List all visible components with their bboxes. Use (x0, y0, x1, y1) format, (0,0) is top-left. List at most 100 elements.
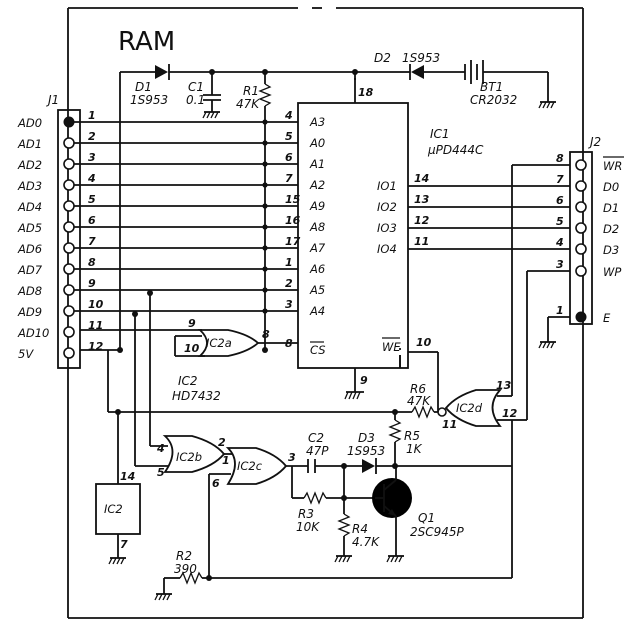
r3-ref: R3 (298, 507, 314, 521)
j1-signal-label: 5V (18, 347, 34, 361)
ic1-left-pin: 15 A9 (74, 193, 325, 213)
j2-pin-hole (575, 180, 587, 192)
ic1-pin-name: A6 (309, 262, 325, 276)
gate-ic2a (80, 329, 298, 357)
ic1-io-name: IO3 (377, 221, 397, 235)
ic2c-name: IC2c (237, 459, 263, 473)
d1-value: 1S953 (130, 93, 168, 107)
connector-j2: J2 (569, 135, 601, 325)
r2-value: 390 (174, 562, 197, 576)
j2-row: 7D0 (556, 173, 619, 194)
ic1-pin-name: A5 (309, 283, 325, 297)
j2-row: 6D1 (556, 194, 619, 215)
diode-d2 (400, 64, 465, 80)
j1-pin-number: 6 (88, 214, 96, 227)
j2-row: 8WR (556, 152, 624, 173)
ic1-pin-name: CS (310, 343, 326, 357)
ic1-left-pin: 3 A4 (74, 298, 325, 318)
bt1-value: CR2032 (470, 93, 517, 107)
d2-ref: D2 (374, 51, 391, 65)
ic1-pin-name: A4 (309, 304, 325, 318)
ic1-we-pin: 10 (416, 336, 432, 349)
ic2d-pin-out: 11 (442, 418, 457, 431)
diode-d3 (362, 458, 398, 474)
ic1-right-pin: IO3 12 (377, 214, 430, 235)
j2-pin-number: 4 (555, 236, 564, 249)
j1-pin-number: 8 (88, 256, 96, 269)
e-net (538, 316, 570, 349)
ic2c-pin-in2: 6 (212, 477, 220, 490)
c1-value: 0.1 (186, 93, 205, 107)
ic2b-pin-in2: 5 (157, 466, 165, 479)
j1-pin-number: 1 (88, 109, 96, 122)
ic1-pin-name: A9 (309, 199, 325, 213)
capacitor-c1 (202, 72, 221, 119)
j1-signal-label: AD9 (17, 305, 42, 319)
d3-ref: D3 (358, 431, 375, 445)
j2-signal-label: D3 (603, 243, 619, 257)
c1-ref: C1 (188, 80, 204, 94)
r5-value: 1K (406, 442, 423, 456)
ic1-io-name: IO2 (377, 200, 397, 214)
j1-pin-hole (63, 116, 75, 128)
ic1-pin-name: A0 (309, 136, 325, 150)
j1-signal-label: AD1 (17, 137, 42, 151)
ic1-pin-number: 3 (285, 298, 293, 311)
j1-pin-hole (63, 263, 75, 275)
j1-pin-number: 7 (88, 235, 96, 248)
j1-pin-hole (63, 326, 75, 338)
ic2a-pin-in1: 9 (188, 317, 196, 330)
j1-pin-hole (63, 284, 75, 296)
j2-pin-number: 8 (556, 152, 564, 165)
j1-signal-label: AD5 (17, 221, 42, 235)
battery-bt1 (464, 60, 556, 109)
ic2b-pin-out: 2 (218, 436, 226, 449)
supply-line (80, 349, 412, 484)
ic2a-name: IC2a (206, 336, 232, 350)
ic1-io-pin: 14 (414, 172, 429, 185)
ic1-io-pin: 12 (414, 214, 430, 227)
ic2-block-vcc: 14 (120, 470, 135, 483)
ic2-part: HD7432 (172, 389, 221, 403)
j2-signal-label: E (603, 311, 611, 325)
j1-pin-number: 3 (88, 151, 96, 164)
j2-ref: J2 (588, 135, 601, 149)
j2-pin-hole (575, 159, 587, 171)
c2-ref: C2 (308, 431, 324, 445)
transistor-q1 (372, 466, 412, 563)
ic2a-pin-in2: 10 (184, 342, 200, 355)
j1-pin-number: 11 (88, 319, 103, 332)
r5-ref: R5 (404, 429, 420, 443)
j2-pin-number: 3 (556, 258, 564, 271)
resistor-r4 (334, 466, 352, 563)
gate-ic2c (208, 447, 308, 578)
ic2-block-name: IC2 (104, 502, 123, 516)
ic2b-pin-in1: 4 (156, 442, 165, 455)
j1-pin-number: 2 (88, 130, 96, 143)
j2-row: 1E (556, 304, 611, 325)
ic1-io-name: IO4 (377, 242, 397, 256)
ic2c-pin-out: 3 (288, 451, 296, 464)
j2-row: 5D2 (556, 215, 619, 236)
ic1-pin-number: 15 (285, 193, 301, 206)
j1-row: AD5 6 (17, 214, 96, 235)
resistor-r1 (258, 72, 272, 350)
ic1-ref: IC1 (430, 127, 450, 141)
gate-ic2b (132, 290, 232, 473)
j1-signal-label: AD4 (17, 200, 42, 214)
ic1-pin-number: 16 (285, 214, 301, 227)
ic1-body: IC1 μPD444C 18 9 WE 10 (297, 78, 484, 400)
ic1-we-label: WE (382, 340, 401, 354)
